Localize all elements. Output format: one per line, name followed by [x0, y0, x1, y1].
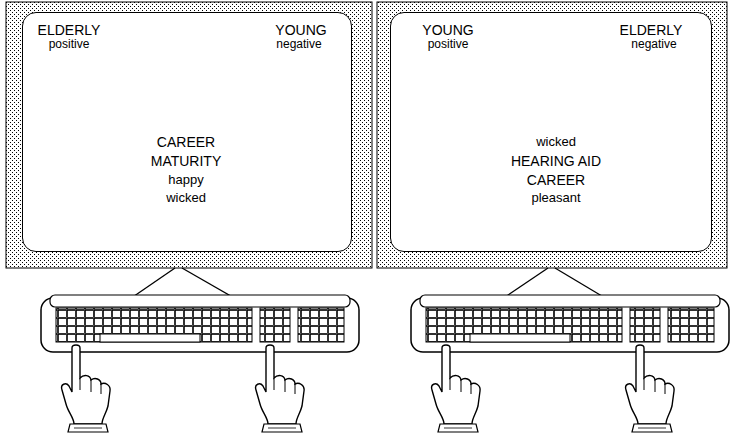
stimulus-label: wicked: [166, 191, 206, 204]
stimulus-label: ELDERLY: [38, 23, 101, 37]
hand: [256, 345, 305, 432]
stimulus-label: MATURITY: [151, 154, 222, 168]
stimulus-label: CAREER: [527, 173, 585, 187]
screen-box: YOUNGpositive ELDERLYnegative wickedHEARIN…: [390, 12, 712, 252]
stimulus-label: positive: [428, 38, 469, 50]
stimulus-label: ELDERLY: [620, 23, 683, 37]
stimulus-label: CAREER: [157, 135, 215, 149]
hand: [432, 345, 481, 432]
stimulus-label: negative: [276, 38, 321, 50]
stimulus-label: positive: [49, 38, 90, 50]
stimulus-label: HEARING AID: [511, 154, 601, 168]
stimulus-label: YOUNG: [422, 23, 473, 37]
keyboard: [411, 295, 729, 352]
screen-box: ELDERLYpositive YOUNGnegativeCAREER MATURI…: [22, 12, 352, 252]
stimulus-label: negative: [631, 38, 676, 50]
stimulus-label: wicked: [536, 135, 576, 148]
stimulus-label: happy: [168, 173, 203, 186]
stimulus-label: pleasant: [531, 191, 580, 204]
stimulus-label: YOUNG: [275, 23, 326, 37]
keyboard: [41, 295, 359, 352]
screen-frame: [6, 2, 372, 268]
hand: [626, 345, 675, 432]
screen-frame: [377, 2, 727, 268]
hand: [62, 345, 111, 432]
